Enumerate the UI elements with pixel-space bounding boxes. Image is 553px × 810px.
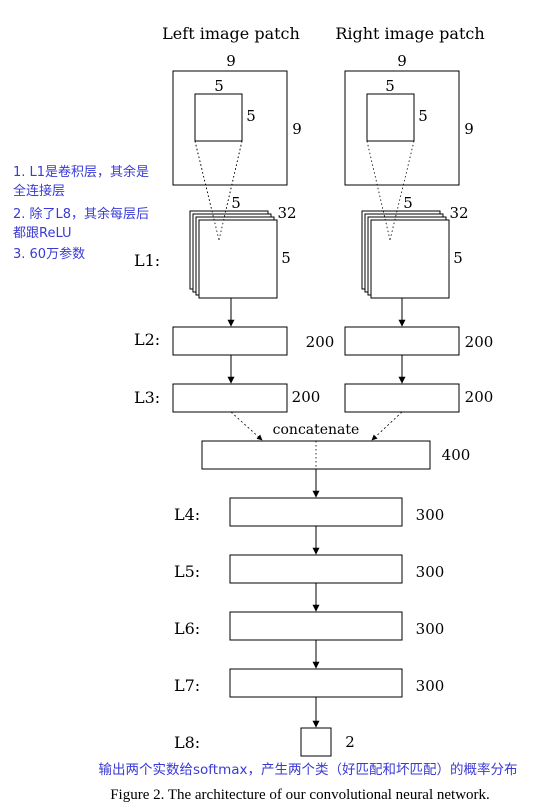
l4-box bbox=[229, 497, 403, 527]
l8-box bbox=[300, 727, 332, 757]
annotation-note-line: 1. L1是卷积层，其余是 bbox=[13, 164, 149, 180]
l5-box bbox=[229, 554, 403, 584]
right-field-width-label: 5 bbox=[385, 77, 395, 95]
l7-box bbox=[229, 668, 403, 698]
left-patch-height-label: 9 bbox=[292, 120, 302, 138]
right-patch-width-label: 9 bbox=[397, 52, 407, 70]
right-l3-dim-label: 200 bbox=[465, 388, 494, 406]
left-receptive-field bbox=[194, 93, 243, 142]
right-patch-height-label: 9 bbox=[464, 120, 474, 138]
left-projection-line bbox=[194, 140, 220, 241]
left-branch: 9 9 5 5 5 32 5 200 200 bbox=[172, 52, 335, 413]
annotation-note-line: 全连接层 bbox=[13, 183, 65, 199]
left-l2-box bbox=[172, 326, 288, 356]
right-l1-channels-label: 32 bbox=[449, 204, 468, 222]
left-l2-dim-label: 200 bbox=[306, 333, 335, 351]
left-l1-kernel-label: 5 bbox=[231, 194, 241, 212]
left-patch-title: Left image patch bbox=[162, 24, 300, 43]
left-l1-feature-maps bbox=[189, 210, 278, 299]
layer-label-l6: L6: bbox=[174, 619, 200, 638]
right-l2-dim-label: 200 bbox=[465, 333, 494, 351]
layer-label-l3: L3: bbox=[134, 388, 160, 407]
annotation-note-line: 都跟ReLU bbox=[13, 226, 72, 241]
left-patch-width-label: 9 bbox=[226, 52, 236, 70]
annotation-notes: 1. L1是卷积层，其余是 全连接层 2. 除了L8，其余每层后 都跟ReLU … bbox=[13, 164, 149, 262]
right-field-height-label: 5 bbox=[418, 107, 428, 125]
layer-label-l5: L5: bbox=[174, 562, 200, 581]
concatenate-label: concatenate bbox=[273, 422, 360, 438]
layer-label-l4: L4: bbox=[174, 505, 200, 524]
right-l1-kernel-label: 5 bbox=[403, 194, 413, 212]
annotation-note-line: 2. 除了L8，其余每层后 bbox=[13, 206, 149, 222]
l8-dim-label: 2 bbox=[345, 733, 355, 751]
layer-label-l2: L2: bbox=[134, 330, 160, 349]
l7-dim-label: 300 bbox=[416, 677, 445, 695]
annotation-note-line: 3. 60万参数 bbox=[13, 246, 85, 262]
left-to-concat-arrow bbox=[230, 411, 263, 441]
left-projection-line bbox=[218, 140, 243, 241]
right-to-concat-arrow bbox=[371, 411, 403, 441]
left-field-width-label: 5 bbox=[214, 77, 224, 95]
figure-caption: Figure 2. The architecture of our convol… bbox=[110, 787, 490, 803]
right-branch: 9 9 5 5 5 32 5 200 200 bbox=[344, 52, 494, 413]
l6-box bbox=[229, 611, 403, 641]
left-l1-size-label: 5 bbox=[281, 249, 291, 267]
right-patch-title: Right image patch bbox=[335, 24, 484, 43]
l4-dim-label: 300 bbox=[416, 506, 445, 524]
right-projection-line bbox=[389, 140, 415, 241]
right-projection-line bbox=[366, 140, 391, 241]
output-annotation: 输出两个实数给softmax，产生两个类（好匹配和坏匹配）的概率分布 bbox=[98, 761, 517, 778]
right-l1-feature-maps bbox=[361, 210, 450, 299]
right-l2-box bbox=[344, 326, 460, 356]
right-receptive-field bbox=[366, 93, 415, 142]
layer-label-l1: L1: bbox=[134, 251, 160, 270]
l5-dim-label: 300 bbox=[416, 563, 445, 581]
left-l3-dim-label: 200 bbox=[292, 388, 321, 406]
left-l3-box bbox=[172, 383, 288, 413]
layer-label-l8: L8: bbox=[174, 733, 200, 752]
right-l1-size-label: 5 bbox=[453, 249, 463, 267]
concat-dim-label: 400 bbox=[442, 446, 471, 464]
left-l1-channels-label: 32 bbox=[277, 204, 296, 222]
layer-label-l7: L7: bbox=[174, 676, 200, 695]
l6-dim-label: 300 bbox=[416, 620, 445, 638]
right-l3-box bbox=[344, 383, 460, 413]
left-field-height-label: 5 bbox=[246, 107, 256, 125]
